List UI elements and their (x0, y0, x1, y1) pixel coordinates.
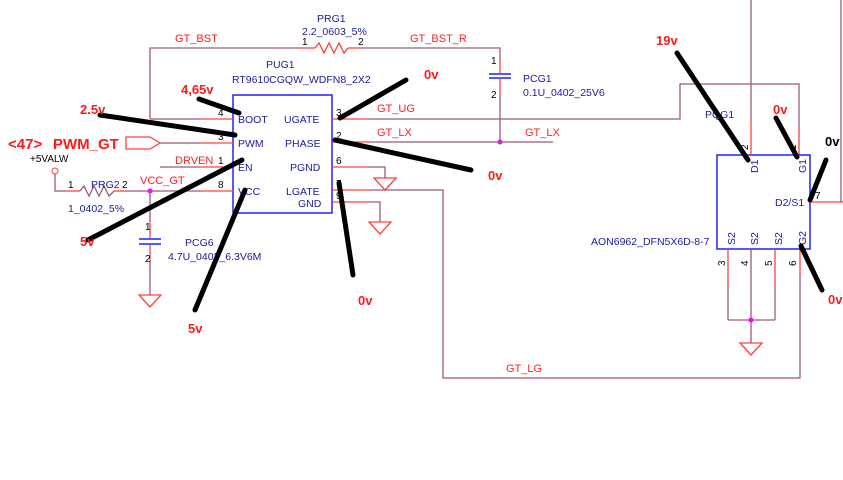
voltage-pwm: 2.5v (80, 102, 106, 117)
pin-name: UGATE (284, 114, 319, 126)
pin-number: 2 (336, 131, 342, 142)
prg2-ref: PRG2 (91, 179, 120, 191)
pug1-part: RT9610CGQW_WDFN8_2X2 (232, 74, 371, 86)
ground-icon (137, 294, 163, 308)
pin-number: 3 (218, 132, 224, 143)
pin-number: 4 (218, 108, 224, 119)
net-gt-lx-2: GT_LX (525, 127, 561, 139)
pin-name: EN (238, 162, 253, 174)
pin-number: 4 (740, 260, 751, 266)
net-drven: DRVEN (175, 155, 213, 167)
pin-name: PHASE (285, 138, 321, 150)
pin-number: 3 (336, 108, 342, 119)
pug1-right-pins: 3 2 6 7 9 UGATE PHASE PGND LGATE GND (284, 108, 370, 210)
pin-number: 2 (358, 37, 364, 48)
voltage-g1: 0v (773, 102, 788, 117)
pin-name: LGATE (286, 186, 320, 198)
pin-number: 5 (764, 260, 775, 266)
resistor-prg1 (314, 41, 349, 55)
pin-name: G1 (797, 159, 809, 173)
net-vcc-gt: VCC_GT (140, 175, 185, 187)
pin-name: S2 (726, 232, 738, 245)
net-gt-bst: GT_BST (175, 33, 218, 45)
pin-number: 2 (740, 144, 751, 150)
pin-number: 1 (302, 37, 308, 48)
voltage-g2: 0v (828, 292, 843, 307)
prg1-ref: PRG1 (317, 13, 346, 25)
pcg1-ref: PCG1 (523, 73, 552, 85)
pin-number: 8 (218, 180, 224, 191)
net-gt-ug: GT_UG (377, 103, 415, 115)
resistor-prg2 (79, 184, 115, 198)
pug1-ref: PUG1 (266, 59, 295, 71)
voltage-ugate: 0v (424, 67, 439, 82)
voltage-vcc: 5v (188, 321, 203, 336)
pin-number: 3 (717, 260, 728, 266)
pin-number: 6 (788, 260, 799, 266)
voltage-phase: 0v (488, 168, 503, 183)
pin-number: 2 (145, 254, 151, 265)
pin-number: 7 (815, 191, 821, 202)
pin-name: S2 (773, 232, 785, 245)
pin-name: GND (298, 198, 322, 210)
ground-icon (738, 342, 764, 356)
pin-name: PGND (290, 162, 321, 174)
pin-number: 1 (145, 222, 151, 233)
pug1-left-pins: 4 3 1 8 BOOT PWM EN VCC (150, 108, 268, 198)
pqg1-part: AON6962_DFN5X6D-8-7 (591, 236, 710, 248)
voltage-lgate: 0v (358, 293, 373, 308)
pin-name: D2/S1 (775, 197, 804, 209)
net-gt-lx: GT_LX (377, 127, 413, 139)
ground-icon (367, 221, 393, 235)
net-gt-lg: GT_LG (506, 363, 542, 375)
pin-number: 1 (218, 156, 224, 167)
voltage-en: 5v (80, 234, 95, 249)
voltage-boot: 4,65v (181, 82, 214, 97)
power-port-5valw (51, 167, 59, 175)
pin-name: D1 (749, 159, 761, 173)
prg2-value: 1_0402_5% (68, 203, 124, 215)
ic-pug1 (232, 94, 333, 214)
junction (748, 317, 754, 323)
net-gt-bst-r: GT_BST_R (410, 33, 467, 45)
pin-number: 2 (491, 90, 497, 101)
ground-icon (372, 177, 398, 191)
net-5valw: +5VALW (30, 154, 69, 165)
pin-name: BOOT (238, 114, 268, 126)
pin-number: 2 (122, 180, 128, 191)
voltage-d2s1: 0v (825, 134, 840, 149)
annotation-lines (85, 50, 829, 313)
pcg6-ref: PCG6 (185, 237, 214, 249)
voltage-d1: 19v (656, 33, 678, 48)
pin-number: 1 (68, 180, 74, 191)
port-ref: <47> (8, 136, 42, 153)
port-pwm-gt (125, 136, 162, 150)
pin-name: PWM (238, 138, 264, 150)
prg1-value: 2.2_0603_5% (302, 26, 367, 38)
port-name: PWM_GT (53, 136, 119, 153)
pin-number: 6 (336, 156, 342, 167)
pin-name: S2 (749, 232, 761, 245)
pin-number: 1 (491, 56, 497, 67)
pin-name: G2 (797, 231, 809, 245)
pcg1-value: 0.1U_0402_25V6 (523, 87, 605, 99)
